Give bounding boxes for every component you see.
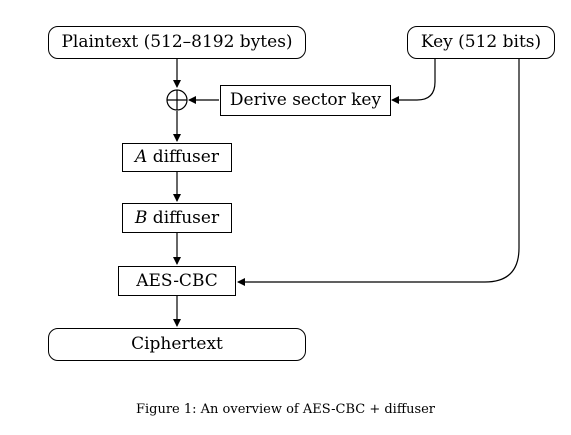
ciphertext-label: Ciphertext <box>131 334 223 354</box>
ciphertext-node: Ciphertext <box>48 328 306 361</box>
arrow-key-to-derive <box>391 59 436 104</box>
a-diffuser-var: A <box>135 147 148 167</box>
b-diffuser-text: diffuser <box>147 207 220 228</box>
derive-label: Derive sector key <box>229 90 382 110</box>
plaintext-label: Plaintext (512–8192 bytes) <box>61 32 293 52</box>
derive-sector-key-node: Derive sector key <box>220 85 391 116</box>
key-label: Key (512 bits) <box>420 32 542 52</box>
key-node: Key (512 bits) <box>407 26 555 59</box>
plaintext-node: Plaintext (512–8192 bytes) <box>48 26 306 59</box>
a-diffuser-node: A diffuser <box>122 143 232 172</box>
figure-caption: Figure 1: An overview of AES-CBC + diffu… <box>135 402 436 417</box>
aes-label: AES-CBC <box>136 270 218 291</box>
aes-cbc-node: AES-CBC <box>118 266 236 296</box>
arrow-key-to-aes <box>237 59 520 286</box>
a-diffuser-text: diffuser <box>147 147 219 167</box>
b-diffuser-node: B diffuser <box>122 203 232 233</box>
b-diffuser-var: B <box>134 207 148 228</box>
xor-icon <box>166 89 188 111</box>
